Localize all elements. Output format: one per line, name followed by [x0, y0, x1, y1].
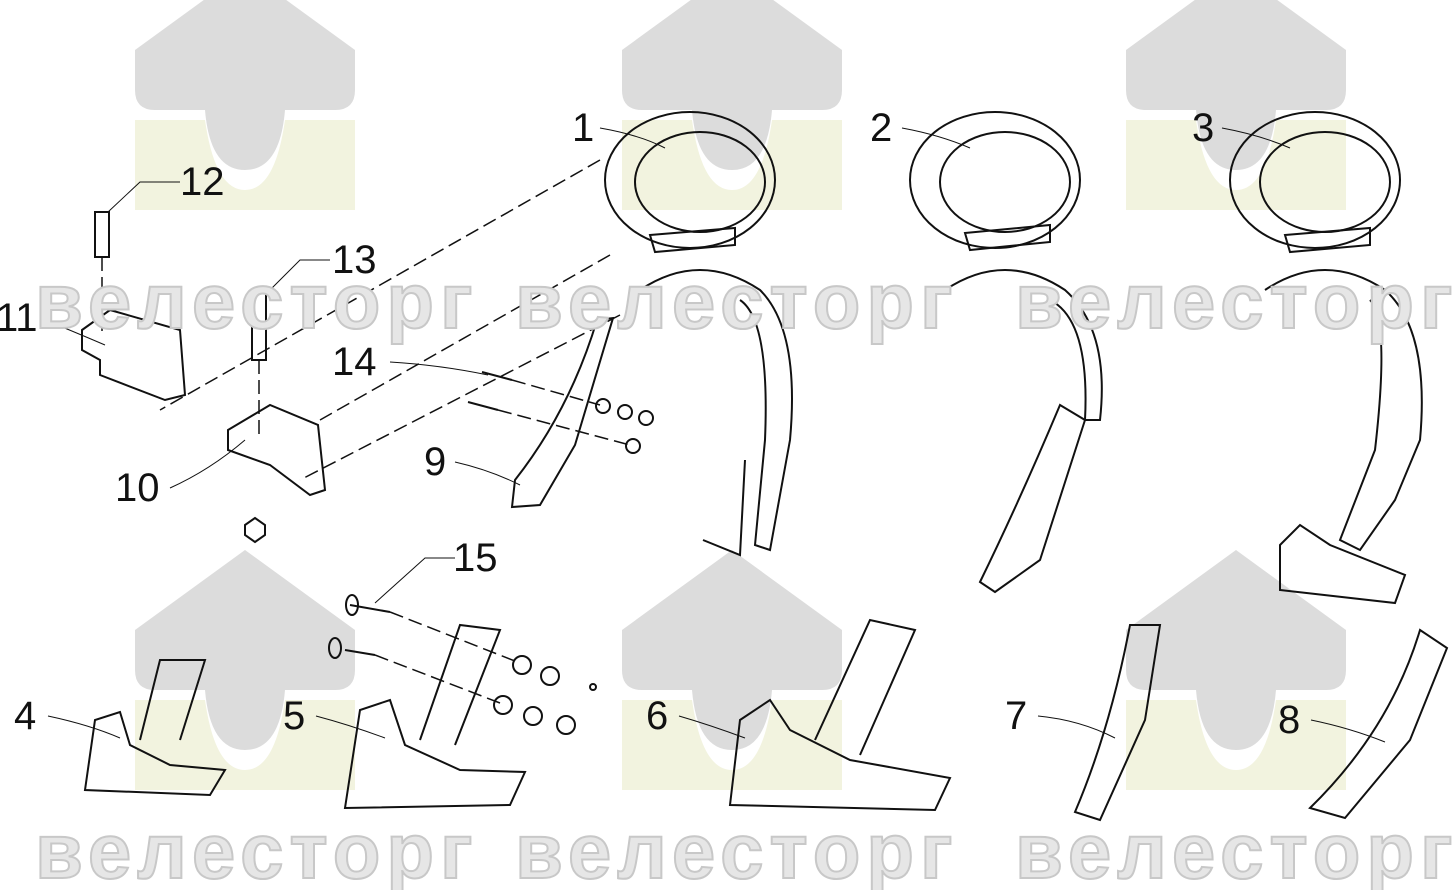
part-label-5: 5 [283, 694, 306, 738]
watermark-text: велесторг [34, 807, 479, 890]
spring-tine-2 [909, 111, 1103, 594]
part-label-11: 11 [0, 296, 38, 340]
part-label-7: 7 [1005, 694, 1028, 738]
part-label-8: 8 [1278, 698, 1301, 742]
part-label-12: 12 [180, 160, 225, 204]
share-5 [343, 623, 527, 810]
part-label-13: 13 [332, 238, 377, 282]
watermark-text: велесторг [34, 257, 479, 345]
spring-tine-1 [604, 111, 793, 557]
point-9 [510, 316, 615, 509]
watermark-text: велесторг [514, 257, 959, 345]
point-8 [1308, 628, 1449, 820]
part-label-2: 2 [870, 106, 893, 150]
part-label-6: 6 [646, 694, 669, 738]
pins-15 [344, 604, 391, 656]
bolt-12 [94, 211, 110, 258]
spring-tine-3 [1229, 111, 1423, 605]
part-label-9: 9 [424, 440, 447, 484]
point-7 [1073, 624, 1162, 822]
part-label-10: 10 [115, 466, 160, 510]
part-label-15: 15 [453, 536, 498, 580]
watermark-text: велесторг [1014, 807, 1455, 890]
bolts-14 [467, 371, 513, 411]
leader-lines [39, 127, 1386, 743]
part-label-4: 4 [14, 694, 37, 738]
watermark-logos [135, 0, 1346, 790]
bracket-11 [81, 308, 187, 402]
nut [244, 516, 266, 544]
share-4 [83, 659, 227, 797]
part-label-3: 3 [1192, 106, 1215, 150]
watermark-text: велесторг [514, 807, 959, 890]
bracket-10 [227, 403, 327, 497]
part-label-1: 1 [572, 106, 595, 150]
watermark-text: велесторг [1014, 257, 1455, 345]
parts [81, 111, 1449, 822]
assembly-lines [101, 159, 631, 704]
share-6 [728, 618, 952, 812]
part-label-14: 14 [332, 340, 377, 384]
